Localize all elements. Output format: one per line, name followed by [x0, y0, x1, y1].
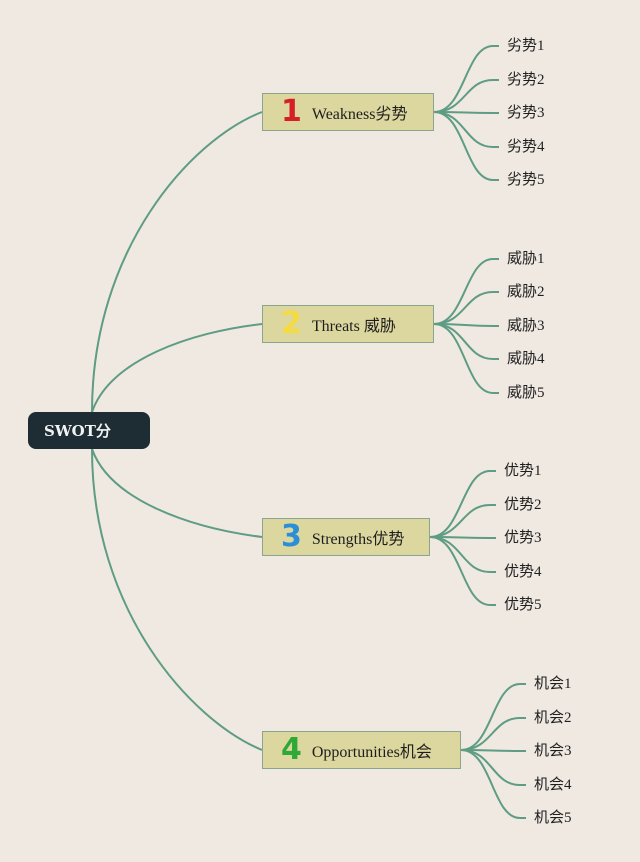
connector-branch3-leaf2	[429, 504, 496, 538]
connector-branch1-leaf1	[433, 45, 499, 113]
leaf-opportunities-5[interactable]: 机会5	[534, 810, 572, 826]
connector-branch2-leaf5	[433, 323, 499, 394]
leaf-strengths-3[interactable]: 优势3	[504, 530, 542, 546]
leaf-opportunities-1[interactable]: 机会1	[534, 676, 572, 692]
root-label: SWOT分	[44, 422, 111, 440]
connector-branch3-leaf4	[429, 536, 496, 573]
connector-root-threats	[91, 323, 263, 413]
leaf-strengths-4[interactable]: 优势4	[504, 564, 542, 580]
branch-label: Weakness劣势	[311, 106, 408, 123]
leaf-threats-5[interactable]: 威胁5	[507, 385, 545, 401]
leaf-strengths-5[interactable]: 优势5	[504, 597, 542, 613]
connector-branch1-leaf2	[433, 79, 499, 113]
connector-root-weakness	[91, 111, 263, 413]
connector-branch4-leaf5	[460, 749, 526, 819]
leaf-opportunities-2[interactable]: 机会2	[534, 710, 572, 726]
connector-branch1-leaf4	[433, 111, 499, 148]
connector-branch2-leaf1	[433, 258, 499, 325]
leaf-threats-4[interactable]: 威胁4	[507, 351, 545, 367]
leaf-weakness-1[interactable]: 劣势1	[507, 38, 545, 54]
connector-branch2-leaf4	[433, 323, 499, 360]
number-2-badge-icon: 2	[281, 306, 302, 341]
connector-branch2-leaf2	[433, 291, 499, 325]
branch-strengths[interactable]: 3 Strengths优势	[262, 518, 430, 556]
leaf-strengths-2[interactable]: 优势2	[504, 497, 542, 513]
branch-threats[interactable]: 2 Threats 威胁	[262, 305, 434, 343]
leaf-threats-1[interactable]: 威胁1	[507, 251, 545, 267]
branch-label: Opportunities机会	[311, 744, 432, 761]
branch-label: Strengths优势	[311, 531, 405, 548]
leaf-weakness-4[interactable]: 劣势4	[507, 139, 545, 155]
leaf-opportunities-4[interactable]: 机会4	[534, 777, 572, 793]
leaf-strengths-1[interactable]: 优势1	[504, 463, 542, 479]
connector-root-opportunities	[91, 448, 263, 751]
number-4-badge-icon: 4	[281, 732, 302, 767]
number-3-badge-icon: 3	[281, 519, 302, 554]
branch-opportunities[interactable]: 4 Opportunities机会	[262, 731, 461, 769]
leaf-weakness-3[interactable]: 劣势3	[507, 105, 545, 121]
connector-root-strengths	[91, 448, 263, 538]
root-node[interactable]: SWOT分	[28, 412, 150, 449]
leaf-threats-2[interactable]: 威胁2	[507, 284, 545, 300]
leaf-weakness-2[interactable]: 劣势2	[507, 72, 545, 88]
number-1-badge-icon: 1	[281, 94, 302, 129]
leaf-opportunities-3[interactable]: 机会3	[534, 743, 572, 759]
leaf-threats-3[interactable]: 威胁3	[507, 318, 545, 334]
connector-branch4-leaf2	[460, 717, 526, 751]
connector-branch1-leaf5	[433, 111, 499, 181]
connector-branch4-leaf4	[460, 749, 526, 786]
connector-branch3-leaf1	[429, 470, 496, 538]
branch-weakness[interactable]: 1 Weakness劣势	[262, 93, 434, 131]
branch-label: Threats 威胁	[311, 318, 396, 335]
connector-branch4-leaf1	[460, 683, 526, 751]
connector-branch3-leaf5	[429, 536, 496, 606]
leaf-weakness-5[interactable]: 劣势5	[507, 172, 545, 188]
